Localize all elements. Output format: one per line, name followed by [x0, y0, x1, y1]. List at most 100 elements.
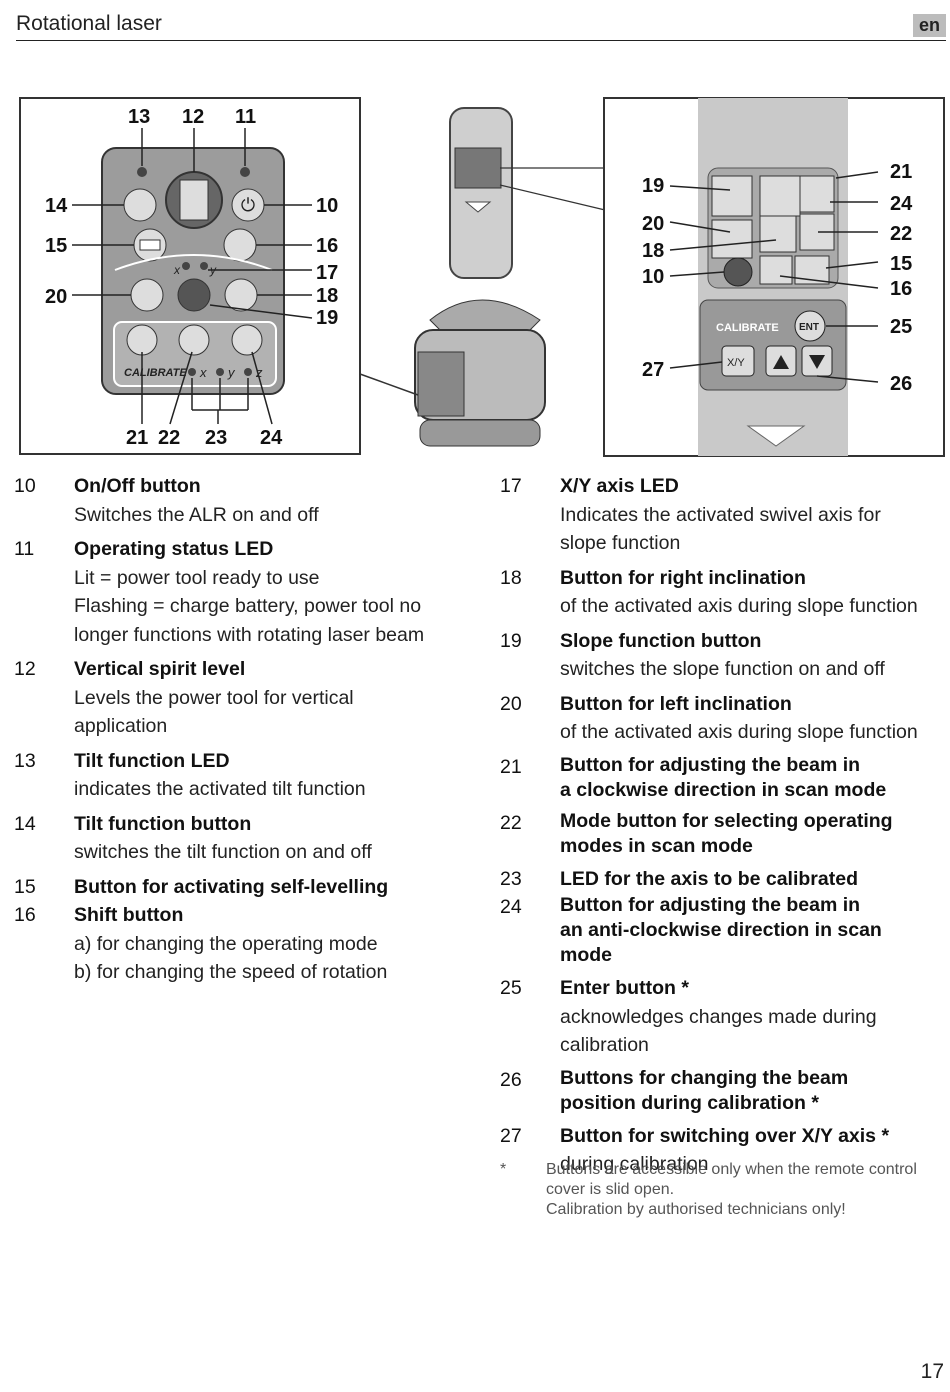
callout-r-18: 18: [642, 240, 664, 262]
legend-description: Flashing = charge battery, power tool no: [74, 595, 422, 617]
svg-text:⏻: ⏻: [241, 195, 255, 215]
legend-item: 19 Slope function button switches the slop…: [500, 627, 950, 684]
legend-label: Slope function button: [560, 629, 762, 652]
legend-label: position during calibration *: [560, 1091, 819, 1114]
remote-control: [449, 107, 513, 279]
enter-button-icon: [794, 310, 826, 342]
callout-r-10: 10: [642, 266, 664, 288]
left-incline-button-r: [711, 219, 753, 259]
slope-button-icon: [177, 278, 211, 312]
remote-arrow-icon: [464, 201, 492, 213]
legend-number: 23: [500, 867, 522, 890]
axis-z-label: z: [255, 365, 263, 380]
callout-r-19: 19: [642, 175, 664, 197]
led-x: [182, 262, 190, 270]
callout-12: 12: [182, 106, 204, 128]
callout-22: 22: [158, 427, 180, 449]
legend-label: mode: [560, 944, 613, 966]
xy-label: X/Y: [727, 357, 745, 369]
shift-button-icon: [223, 228, 257, 262]
callout-16: 16: [316, 235, 338, 257]
legend-label: Button for switching over X/Y axis *: [560, 1124, 890, 1147]
callout-r-22: 22: [890, 223, 912, 245]
laser-head: [429, 299, 541, 331]
callout-11: 11: [235, 106, 256, 128]
legend-label: X/Y axis LED: [560, 475, 679, 497]
callout-20: 20: [45, 286, 67, 308]
legend-number: 25: [500, 977, 522, 999]
callout-13: 13: [128, 106, 150, 128]
remote-keypad: [454, 147, 502, 189]
callout-18: 18: [316, 285, 338, 307]
callout-r-24: 24: [890, 193, 913, 215]
legend-description: Lit = power tool ready to use: [74, 566, 320, 589]
legend-number: 27: [500, 1124, 522, 1147]
cover-arrow-icon: [746, 425, 806, 447]
legend-number: 24: [500, 896, 522, 918]
legend-item: 23 LED for the axis to be calibrated: [500, 865, 950, 894]
led-y: [200, 262, 208, 270]
spacer: [14, 987, 484, 993]
legend-description: application: [74, 715, 168, 737]
legend-number: 14: [14, 812, 36, 835]
callout-r-20: 20: [642, 213, 664, 235]
legend-label: Mode button for selecting operating: [560, 809, 893, 832]
scan-cw-button-icon: [126, 324, 158, 356]
page-header: Rotational laser en: [16, 10, 946, 41]
language-badge: en: [912, 14, 946, 37]
slope-button-r: [711, 175, 753, 217]
callout-r-15: 15: [890, 253, 912, 275]
laser-base: [419, 419, 541, 447]
tilt-led: [137, 167, 147, 177]
legend-description: acknowledges changes made during: [560, 1005, 877, 1028]
legend-description: Switches the ALR on and off: [74, 503, 319, 526]
footnote-line: cover is slid open.: [546, 1181, 675, 1198]
legend-description: switches the slope function on and off: [560, 658, 885, 680]
callout-r-21: 21: [890, 161, 912, 183]
legend-label: Operating status LED: [74, 538, 274, 560]
power-button-r: [723, 257, 753, 287]
legend-label: Button for adjusting the beam in: [560, 894, 861, 916]
laser-panel: [417, 351, 465, 417]
legend-label: Vertical spirit level: [74, 658, 246, 680]
shift-button-r: [759, 255, 793, 285]
mode-button-icon: [178, 324, 210, 356]
legend-number: 10: [14, 475, 36, 497]
legend-label: Tilt function LED: [74, 749, 230, 772]
axis-x-label: x: [199, 365, 207, 380]
spirit-level-vial: [179, 179, 209, 221]
legend-label: Button for left inclination: [560, 692, 792, 715]
legend-label: LED for the axis to be calibrated: [560, 867, 858, 890]
legend-label: a clockwise direction in scan mode: [560, 778, 887, 801]
legend-description: b) for changing the speed of rotation: [74, 961, 388, 983]
page-title: Rotational laser: [16, 12, 162, 35]
legend-number: 18: [500, 566, 522, 589]
legend-number: 19: [500, 629, 522, 652]
legend-number: 15: [14, 875, 36, 898]
right-incline-button-icon: [224, 278, 258, 312]
legend-label: Shift button: [74, 904, 184, 926]
legend-label: Button for adjusting the beam in: [560, 753, 861, 776]
callout-r-27: 27: [642, 359, 664, 381]
legend-number: 11: [14, 538, 35, 560]
xy-switch-button-icon: [721, 345, 755, 377]
scan-ccw-button-icon: [231, 324, 263, 356]
page-number: 17: [920, 1360, 944, 1383]
footnote-line: Buttons are accessible only when the rem…: [546, 1161, 917, 1178]
legend-label: On/Off button: [74, 475, 201, 497]
callout-r-26: 26: [890, 373, 912, 395]
status-led: [240, 167, 250, 177]
legend-description: of the activated axis during slope funct…: [560, 595, 918, 617]
